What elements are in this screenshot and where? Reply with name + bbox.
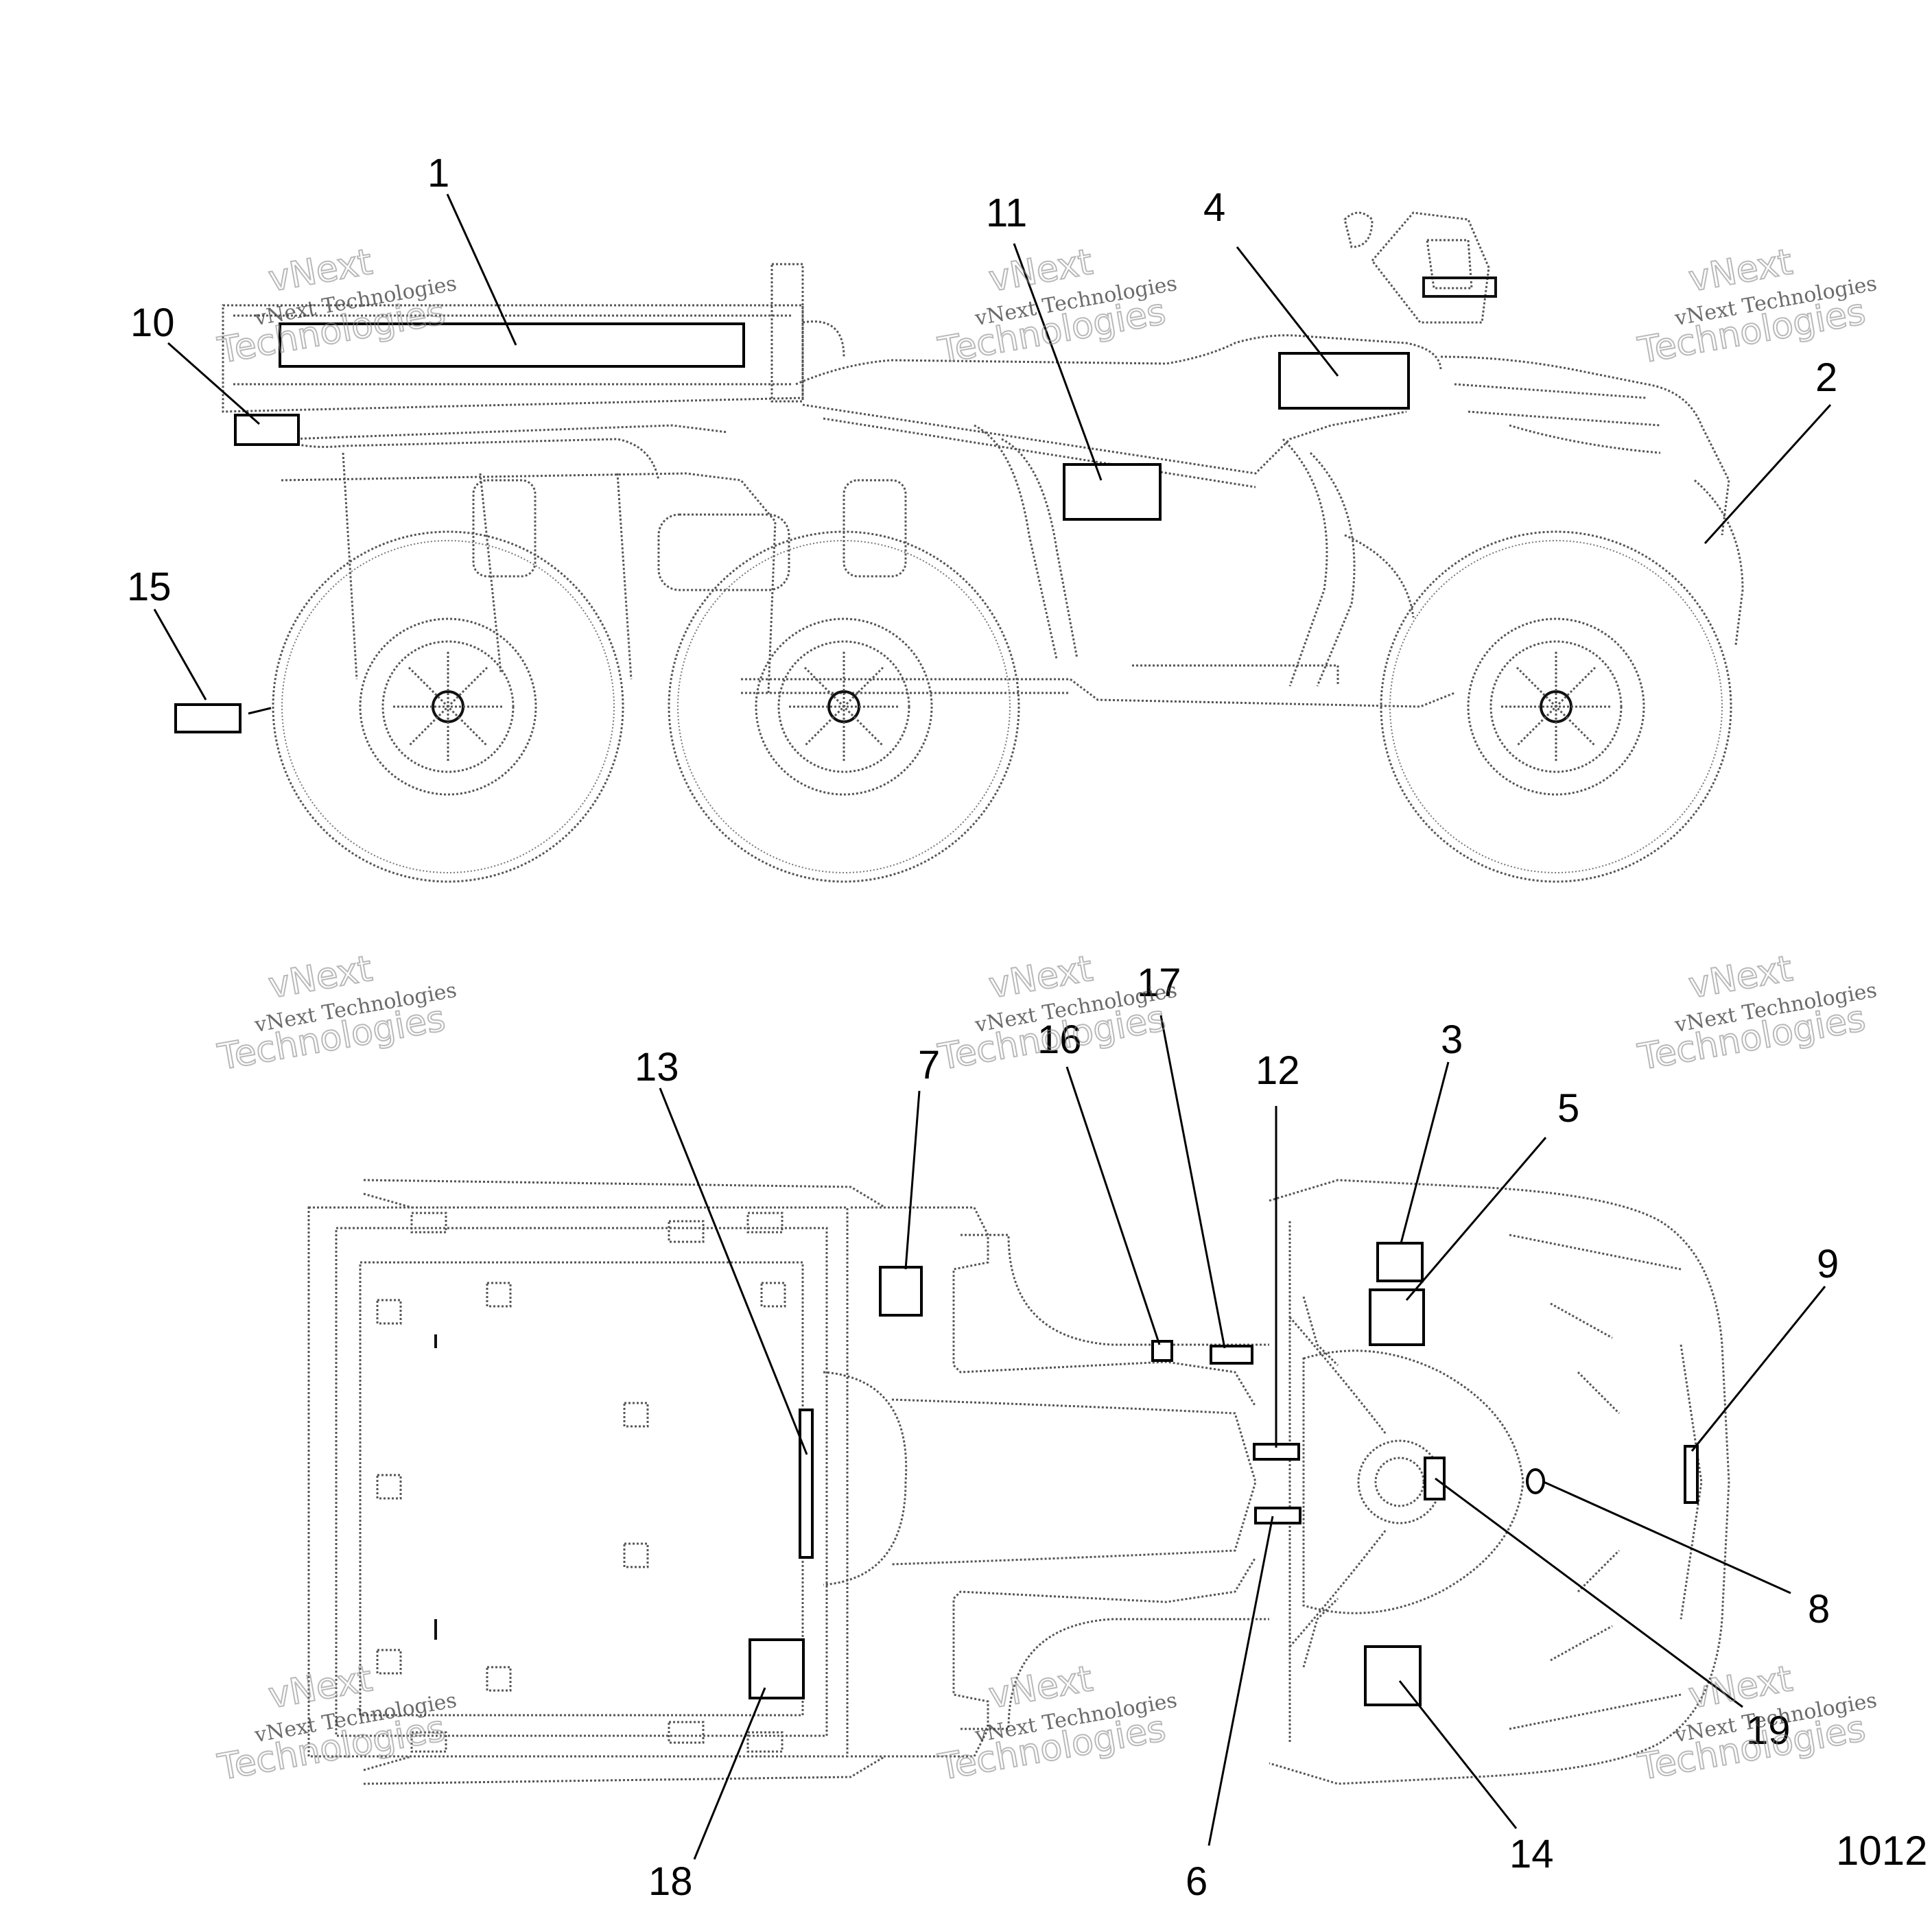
leader-11 [1013,243,1103,481]
wheel-front [1380,530,1732,883]
leader-13 [659,1087,808,1455]
callout-5: 5 [1557,1086,1579,1131]
decal-7 [879,1266,923,1317]
leader-19 [1435,1477,1743,1708]
wheel-middle [668,530,1020,883]
leader-14 [1398,1680,1518,1829]
leader-6 [1208,1516,1274,1846]
callout-13: 13 [635,1045,679,1089]
decal-8 [1526,1468,1545,1494]
decal-13 [799,1409,814,1559]
leader-16 [1065,1066,1161,1345]
callout-15: 15 [127,565,172,609]
callout-9: 9 [1817,1242,1839,1286]
decal-5 [1369,1288,1425,1346]
callout-10: 10 [130,301,175,345]
side-view-vehicle [153,193,1832,883]
leader-2 [1704,403,1832,545]
top-view-vehicle [307,1015,1826,1860]
decal-17 [1210,1345,1253,1365]
leader-7 [904,1090,921,1270]
leader-15-tick [248,707,272,715]
callout-1: 1 [427,151,449,196]
decal-6 [1254,1507,1301,1524]
decal-10 [234,414,300,446]
leader-5 [1405,1137,1547,1301]
callout-7: 7 [918,1043,940,1087]
wheel-rear [272,530,624,883]
callout-18: 18 [648,1859,693,1904]
leader-17 [1159,1015,1226,1349]
decal-1 [279,322,745,368]
decal-15 [174,703,242,733]
decal-4 [1278,352,1410,410]
callout-11: 11 [986,191,1027,235]
leader-9 [1690,1286,1826,1452]
callout-6: 6 [1186,1859,1208,1904]
leader-10 [167,342,260,425]
decal-3 [1376,1242,1424,1282]
watermarks: vNext vNext Technologies Technologies vN… [214,241,1878,1789]
callout-19: 19 [1746,1708,1791,1753]
decal-19 [1424,1457,1446,1500]
decal-9 [1684,1445,1699,1504]
leader-4 [1236,246,1339,377]
callout-numbers: 1 11 4 10 2 15 17 16 3 12 13 7 5 9 8 19 … [127,151,1839,1904]
bed-tie-points [376,1212,786,1753]
callout-3: 3 [1441,1017,1463,1062]
leader-1 [446,193,517,346]
decal-11 [1063,463,1162,521]
decal-18 [749,1638,805,1699]
decal-16 [1151,1340,1173,1362]
callout-12: 12 [1256,1048,1300,1093]
callout-17: 17 [1137,961,1181,1005]
leader-18 [693,1687,766,1860]
callout-14: 14 [1509,1832,1554,1876]
leader-15 [153,609,207,700]
leader-8 [1543,1481,1791,1594]
callout-4: 4 [1203,185,1225,230]
callout-2: 2 [1815,355,1837,400]
leader-3 [1400,1061,1450,1244]
callout-16: 16 [1037,1017,1082,1062]
drawing-code: 1012 [1836,1828,1927,1874]
callout-8: 8 [1808,1587,1830,1631]
